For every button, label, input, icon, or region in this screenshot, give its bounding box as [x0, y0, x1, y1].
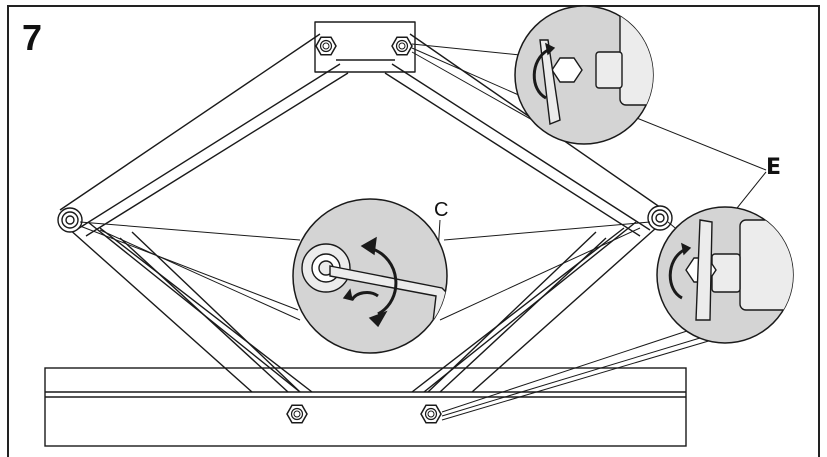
- callout-center: [292, 198, 448, 354]
- page-border: [7, 5, 820, 457]
- top-left-nut: [315, 36, 337, 56]
- top-right-nut: [391, 36, 413, 56]
- callout-lower-right: [656, 206, 794, 344]
- label-c: C: [434, 199, 449, 221]
- left-pivot: [57, 207, 83, 233]
- bottom-left-nut: [286, 404, 308, 424]
- bottom-right-nut: [420, 404, 442, 424]
- base-rail: [44, 367, 687, 447]
- step-number: 7: [22, 17, 43, 58]
- callout-top-right: [514, 5, 654, 145]
- pivot-joints: [57, 205, 673, 233]
- right-pivot: [647, 205, 673, 231]
- label-e: E: [766, 155, 783, 180]
